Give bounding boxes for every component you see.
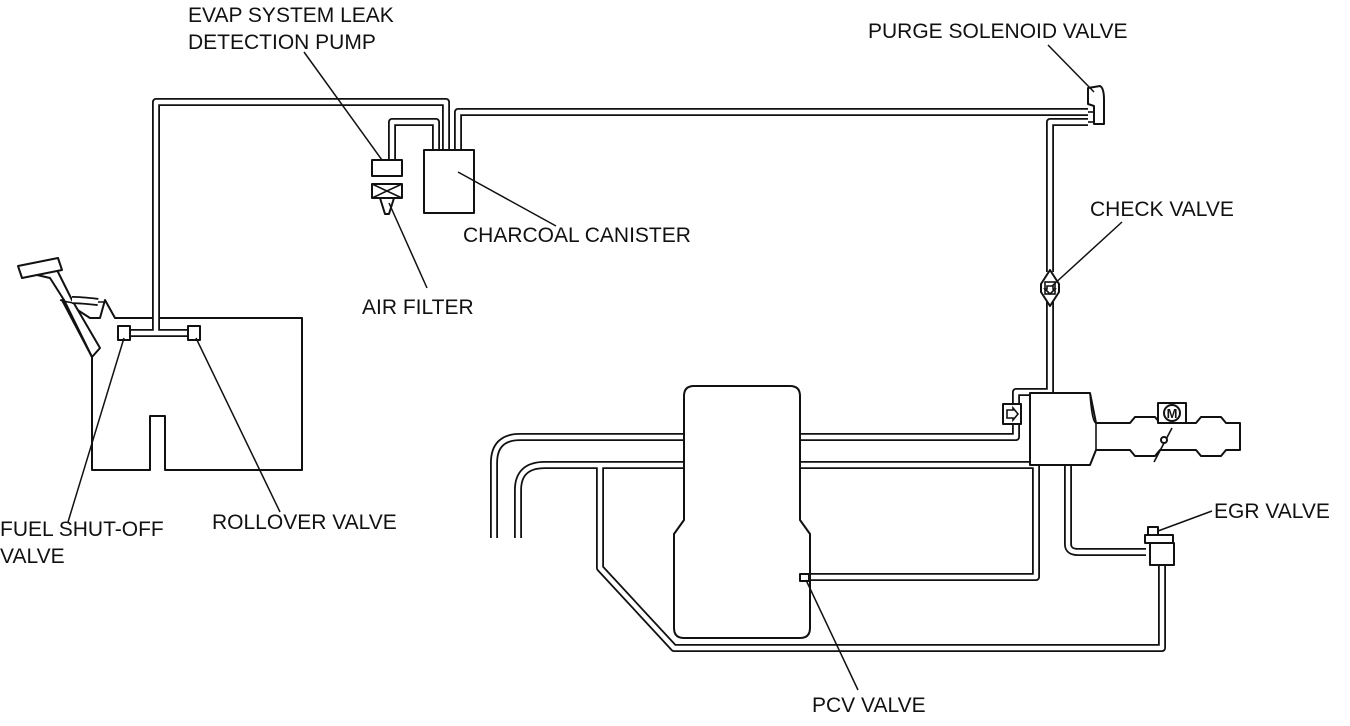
leader-lines [67, 44, 1213, 691]
charcoal-canister-label: CHARCOAL CANISTER [463, 224, 691, 247]
evap-leak-detection-pump [371, 159, 403, 177]
intake-manifold [1029, 392, 1241, 466]
purge-solenoid-label: PURGE SOLENOID VALVE [868, 20, 1127, 43]
pcv-valve [799, 573, 810, 582]
egr-valve-label: EGR VALVE [1214, 500, 1330, 523]
hoses [130, 98, 1166, 652]
rollover-valve [187, 325, 201, 341]
check-valve [1040, 269, 1060, 307]
air-filter-label: AIR FILTER [362, 296, 474, 319]
evap-pump-label-line1: EVAP SYSTEM LEAK [188, 4, 394, 27]
egr-valve [1144, 526, 1175, 566]
small-check-valve [1002, 403, 1022, 425]
charcoal-canister [423, 149, 475, 214]
purge-solenoid-valve [1087, 85, 1105, 125]
fuel-shutoff-valve [117, 325, 131, 341]
check-valve-label: CHECK VALVE [1090, 198, 1234, 221]
rollover-valve-label: ROLLOVER VALVE [212, 511, 397, 534]
engine-block [673, 385, 811, 639]
air-filter-element [371, 183, 403, 215]
fuel-tank [23, 267, 303, 471]
fuel-shutoff-label-line1: FUEL SHUT-OFF [0, 518, 164, 541]
throttle-motor: M [1157, 402, 1187, 424]
motor-symbol: M [1167, 406, 1178, 421]
fuel-shutoff-label-line2: VALVE [0, 545, 65, 568]
evap-pump-label-line2: DETECTION PUMP [188, 31, 376, 54]
filler-cap [17, 257, 99, 306]
pcv-valve-label: PCV VALVE [812, 694, 926, 717]
